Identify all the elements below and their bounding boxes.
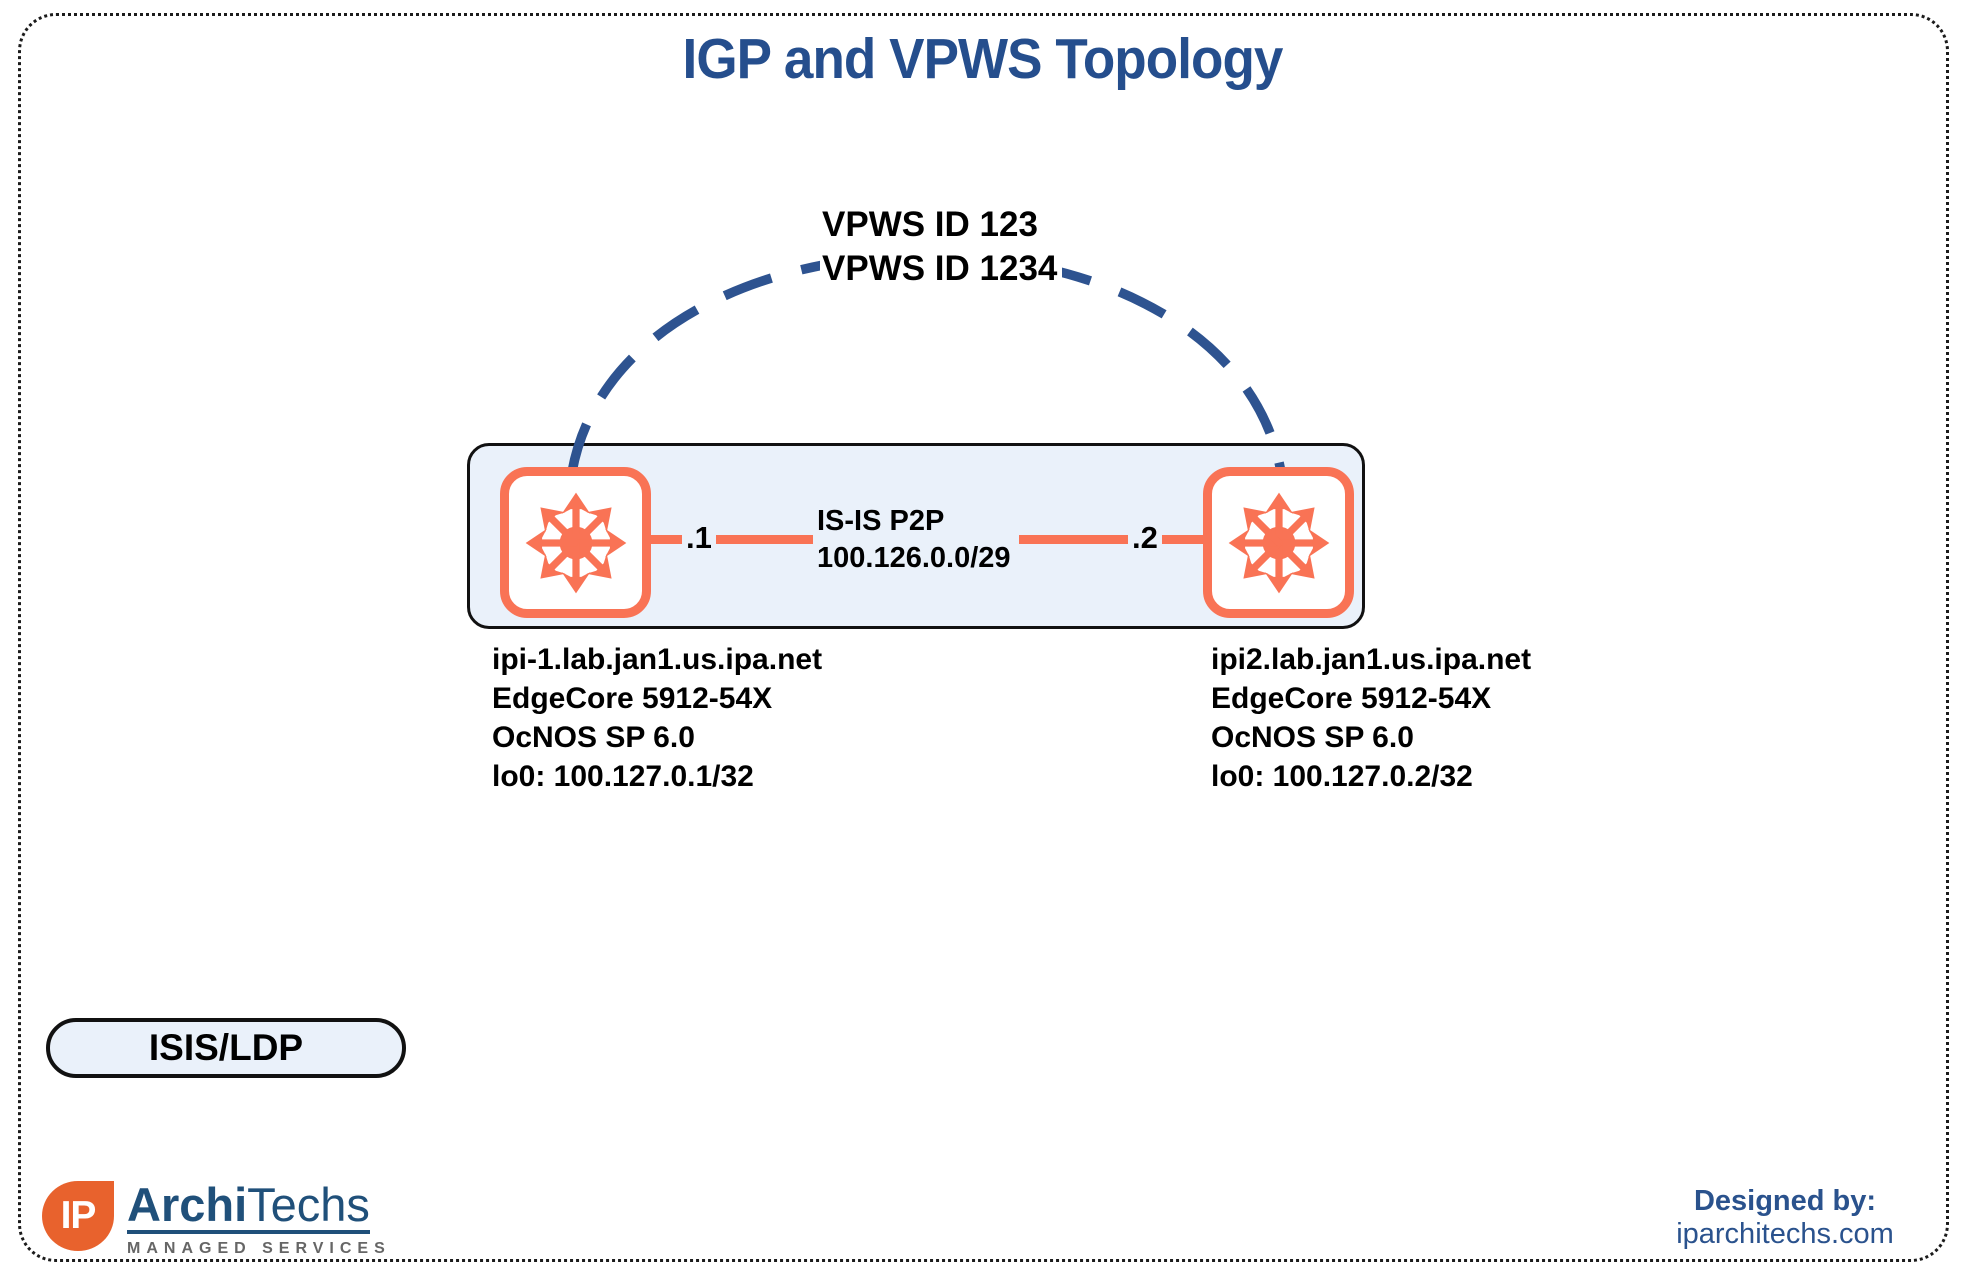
router-node-left [500,467,651,618]
link-protocol-subnet-label: IS-IS P2P 100.126.0.0/29 [813,503,1019,579]
link-protocol-label: IS-IS P2P [817,505,945,537]
right-router-details: ipi2.lab.jan1.us.ipa.net EdgeCore 5912-5… [1211,640,1531,796]
vpws-id-1-label: VPWS ID 123 [820,203,1043,247]
right-router-software: OcNOS SP 6.0 [1211,721,1414,754]
iparchitechs-logo: IP ArchiTechs MANAGED SERVICES [42,1181,391,1258]
router-icon [523,490,629,596]
link-subnet-label: 100.126.0.0/29 [817,542,1011,574]
ip-monogram-icon: IP [42,1181,114,1251]
logo-company-name: ArchiTechs [127,1181,370,1234]
logo-tagline: MANAGED SERVICES [127,1240,391,1257]
legend-label: ISIS/LDP [148,1027,304,1068]
logo-name-bold: Archi [127,1178,248,1231]
vpws-id-labels: VPWS ID 123 VPWS ID 1234 [820,203,1063,291]
left-router-details: ipi-1.lab.jan1.us.ipa.net EdgeCore 5912-… [492,640,822,796]
left-router-hardware: EdgeCore 5912-54X [492,682,773,715]
right-interface-ip-label: .2 [1128,521,1162,555]
designed-by-label: Designed by: [1693,1185,1877,1217]
left-router-hostname: ipi-1.lab.jan1.us.ipa.net [492,643,823,676]
logo-monogram-text: IP [60,1194,97,1237]
logo-wordmark: ArchiTechs MANAGED SERVICES [127,1181,391,1258]
designed-by-credit: Designed by: iparchitechs.com [1620,1185,1950,1251]
right-router-hostname: ipi2.lab.jan1.us.ipa.net [1211,643,1532,676]
logo-name-light: Techs [247,1178,370,1231]
right-router-loopback: lo0: 100.127.0.2/32 [1211,760,1473,793]
left-interface-ip-label: .1 [682,521,716,555]
router-node-right [1203,467,1354,618]
left-router-loopback: lo0: 100.127.0.1/32 [492,760,754,793]
legend-isis-ldp-pill: ISIS/LDP [46,1018,406,1078]
left-router-software: OcNOS SP 6.0 [492,721,695,754]
right-router-hardware: EdgeCore 5912-54X [1211,682,1492,715]
vpws-id-2-label: VPWS ID 1234 [820,247,1063,291]
router-icon [1226,490,1332,596]
designed-by-site: iparchitechs.com [1676,1218,1894,1250]
page-title: IGP and VPWS Topology [682,27,1284,91]
